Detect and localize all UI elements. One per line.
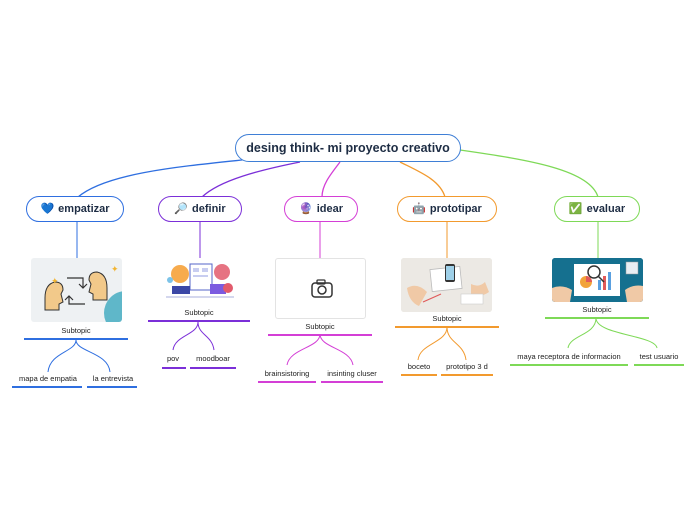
subtopic-idear[interactable]: Subtopic <box>305 322 335 331</box>
leaf-boceto-underline <box>401 374 437 376</box>
prototipar-image <box>401 258 492 312</box>
subtopic-evaluar[interactable]: Subtopic <box>582 305 612 314</box>
camera-icon <box>311 279 333 298</box>
leaf-moodboar[interactable]: moodboar <box>196 354 230 363</box>
leaf-pov[interactable]: pov <box>166 354 180 363</box>
topic-idear[interactable]: 🔮 idear <box>284 196 358 222</box>
idear-image-placeholder <box>275 258 366 319</box>
topic-idear-label: idear <box>316 203 343 215</box>
central-topic-label: desing think- mi proyecto creativo <box>246 141 450 155</box>
leaf-moodboar-underline <box>190 367 236 369</box>
leaf-boceto[interactable]: boceto <box>407 362 431 371</box>
leaf-prototipo-3d[interactable]: prototipo 3 d <box>446 362 488 371</box>
leaf-insinting-cluser[interactable]: insinting cluser <box>327 369 377 378</box>
leaf-test-usuario[interactable]: test usuario <box>639 352 679 361</box>
crystal-ball-icon: 🔮 <box>299 202 313 215</box>
leaf-test-usuario-underline <box>634 364 684 366</box>
topic-evaluar[interactable]: ✅ evaluar <box>554 196 640 222</box>
svg-text:✦: ✦ <box>51 276 59 286</box>
leaf-brainsistoring[interactable]: brainsistoring <box>264 369 310 378</box>
subtopic-evaluar-underline <box>545 317 649 319</box>
leaf-insinting-cluser-underline <box>321 381 383 383</box>
subtopic-prototipar-underline <box>395 326 499 328</box>
leaf-pov-underline <box>162 367 186 369</box>
topic-empatizar[interactable]: 💙 empatizar <box>26 196 124 222</box>
subtopic-definir-underline <box>148 320 250 322</box>
robot-icon: 🤖 <box>412 202 426 215</box>
subtopic-empatizar[interactable]: Subtopic <box>61 326 91 335</box>
topic-evaluar-label: evaluar <box>586 203 626 215</box>
check-box-icon: ✅ <box>568 202 583 215</box>
subtopic-idear-underline <box>268 334 372 336</box>
svg-text:✦: ✦ <box>111 264 119 274</box>
leaf-maya-receptora[interactable]: maya receptora de informacion <box>517 352 621 361</box>
topic-definir[interactable]: 🔎 definir <box>158 196 242 222</box>
topic-prototipar-label: prototipar <box>429 203 482 215</box>
topic-empatizar-label: empatizar <box>58 203 110 215</box>
leaf-mapa-de-empatia-underline <box>12 386 82 388</box>
topic-prototipar[interactable]: 🤖 prototipar <box>397 196 497 222</box>
empatizar-image: ✦ ✦ <box>31 258 122 322</box>
evaluar-image <box>552 258 643 302</box>
leaf-la-entrevista[interactable]: la entrevista <box>92 374 134 383</box>
leaf-mapa-de-empatia[interactable]: mapa de empatia <box>19 374 77 383</box>
leaf-brainsistoring-underline <box>258 381 316 383</box>
definir-image <box>162 258 238 304</box>
heart-icon: 💙 <box>40 202 55 215</box>
subtopic-empatizar-underline <box>24 338 128 340</box>
leaf-prototipo-3d-underline <box>441 374 493 376</box>
topic-definir-label: definir <box>192 203 226 215</box>
leaf-la-entrevista-underline <box>87 386 137 388</box>
subtopic-prototipar[interactable]: Subtopic <box>432 314 462 323</box>
magnifier-icon: 🔎 <box>174 202 189 215</box>
central-topic[interactable]: desing think- mi proyecto creativo <box>235 134 461 162</box>
subtopic-definir[interactable]: Subtopic <box>184 308 214 317</box>
leaf-maya-receptora-underline <box>510 364 628 366</box>
